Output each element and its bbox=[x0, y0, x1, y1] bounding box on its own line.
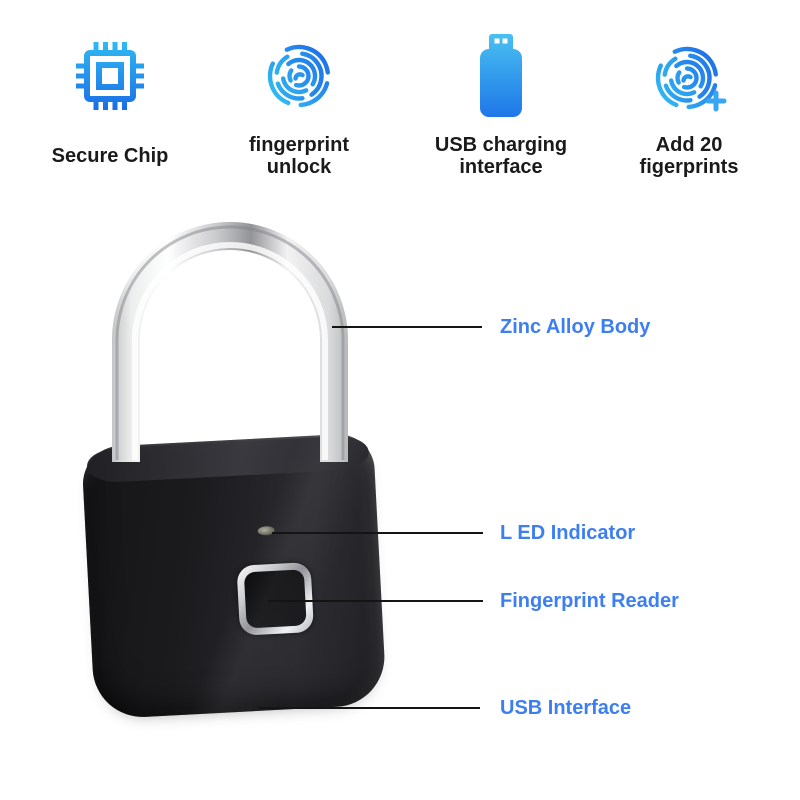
callout-label-usb-interface: USB Interface bbox=[500, 697, 632, 719]
feature-label-line: Secure Chip bbox=[51, 145, 169, 167]
callout-line-led-indicator bbox=[272, 532, 483, 534]
feature-label: Secure Chip bbox=[52, 134, 169, 178]
padlock-shackle bbox=[112, 222, 348, 462]
fingerprint-icon bbox=[261, 30, 337, 122]
feature-label-line: USB charging bbox=[434, 134, 568, 156]
feature-usb-charging: USB charging interface bbox=[421, 30, 581, 178]
feature-label: fingerprint unlock bbox=[249, 134, 349, 178]
callout-label-zinc-alloy-body: Zinc Alloy Body bbox=[500, 316, 651, 338]
callout-line-fingerprint-reader bbox=[268, 600, 483, 602]
usb-icon bbox=[476, 30, 526, 122]
fingerprint-reader bbox=[236, 561, 315, 636]
chip-icon bbox=[74, 30, 146, 122]
fingerprint-add-icon bbox=[645, 30, 733, 122]
feature-label-line: fingerprint bbox=[249, 134, 349, 156]
feature-fingerprint-unlock: fingerprint unlock bbox=[219, 30, 379, 178]
callout-label-fingerprint-reader: Fingerprint Reader bbox=[500, 590, 679, 612]
feature-label-line: Add 20 bbox=[655, 134, 723, 156]
feature-secure-chip: Secure Chip bbox=[30, 30, 190, 178]
feature-label-line: interface bbox=[459, 156, 543, 178]
feature-label: USB charging interface bbox=[435, 134, 567, 178]
feature-add-fingerprints: Add 20 figerprints bbox=[609, 30, 769, 178]
feature-label: Add 20 figerprints bbox=[640, 134, 739, 178]
feature-label-line: unlock bbox=[266, 156, 332, 178]
callout-label-led-indicator: L ED Indicator bbox=[500, 522, 636, 544]
plus-glyph bbox=[705, 90, 727, 112]
callout-line-usb-interface bbox=[258, 707, 480, 709]
led-indicator bbox=[257, 525, 275, 536]
callout-line-zinc-alloy-body bbox=[332, 326, 482, 328]
fingerprint-reader-window bbox=[243, 569, 307, 629]
feature-label-line: figerprints bbox=[639, 156, 739, 178]
